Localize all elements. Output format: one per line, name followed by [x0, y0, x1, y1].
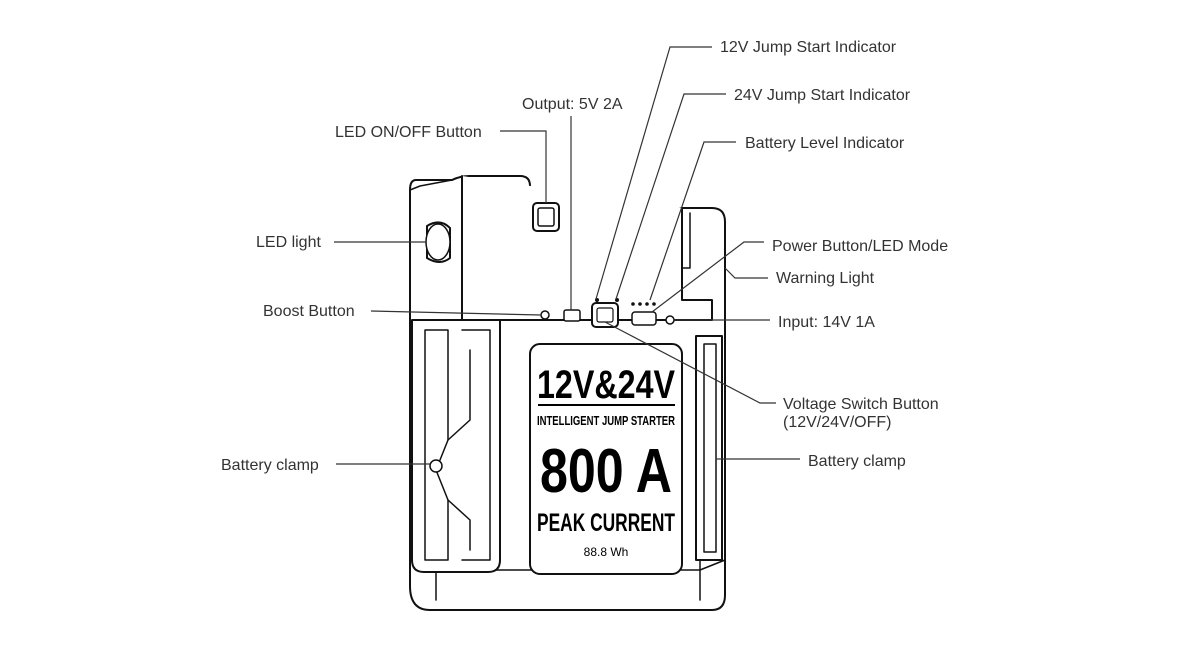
line-warning — [724, 267, 768, 279]
line-boost — [370, 310, 542, 316]
front-panel: 12V&24V INTELLIGENT JUMP STARTER 800 A P… — [529, 343, 683, 575]
panel-current: 800 A — [540, 437, 672, 506]
label-power-button: Power Button/LED Mode — [772, 238, 948, 255]
panel-peak: PEAK CURRENT — [537, 509, 675, 537]
led-switch[interactable] — [532, 202, 560, 232]
input-port-dot — [665, 315, 675, 325]
line-voltage-switch — [604, 321, 776, 404]
label-boost-button: Boost Button — [263, 303, 355, 320]
panel-subtitle: INTELLIGENT JUMP STARTER — [537, 413, 675, 428]
line-led-onoff — [500, 130, 547, 203]
boost-button-dot — [540, 310, 550, 320]
voltage-switch-button — [591, 302, 619, 328]
line-power — [651, 241, 764, 313]
label-warning-light: Warning Light — [776, 270, 875, 287]
label-input: Input: 14V 1A — [778, 314, 875, 331]
power-button — [631, 311, 657, 326]
line-12v — [595, 46, 712, 300]
led-light-lens — [425, 221, 451, 263]
panel-capacity: 88.8 Wh — [584, 545, 629, 559]
panel-voltage: 12V&24V — [537, 363, 675, 407]
label-led-light: LED light — [256, 234, 321, 251]
callout-lines — [334, 46, 800, 465]
callout-labels: 12V Jump Start Indicator 24V Jump Start … — [221, 39, 948, 474]
label-voltage-switch: Voltage Switch Button — [783, 396, 939, 413]
label-battery-level: Battery Level Indicator — [745, 135, 905, 152]
label-battery-clamp-right: Battery clamp — [808, 453, 906, 470]
right-clamp-graphic — [695, 335, 723, 561]
line-24v — [615, 93, 726, 300]
left-clamp-graphic — [411, 319, 501, 573]
label-led-onoff: LED ON/OFF Button — [335, 124, 482, 141]
line-battery-level — [649, 141, 736, 301]
label-voltage-switch-modes: (12V/24V/OFF) — [783, 414, 891, 431]
label-battery-clamp-left: Battery clamp — [221, 457, 319, 474]
usb-output-port — [563, 309, 581, 322]
label-12v-indicator: 12V Jump Start Indicator — [720, 39, 897, 56]
label-output: Output: 5V 2A — [522, 96, 623, 113]
label-24v-indicator: 24V Jump Start Indicator — [734, 87, 911, 104]
